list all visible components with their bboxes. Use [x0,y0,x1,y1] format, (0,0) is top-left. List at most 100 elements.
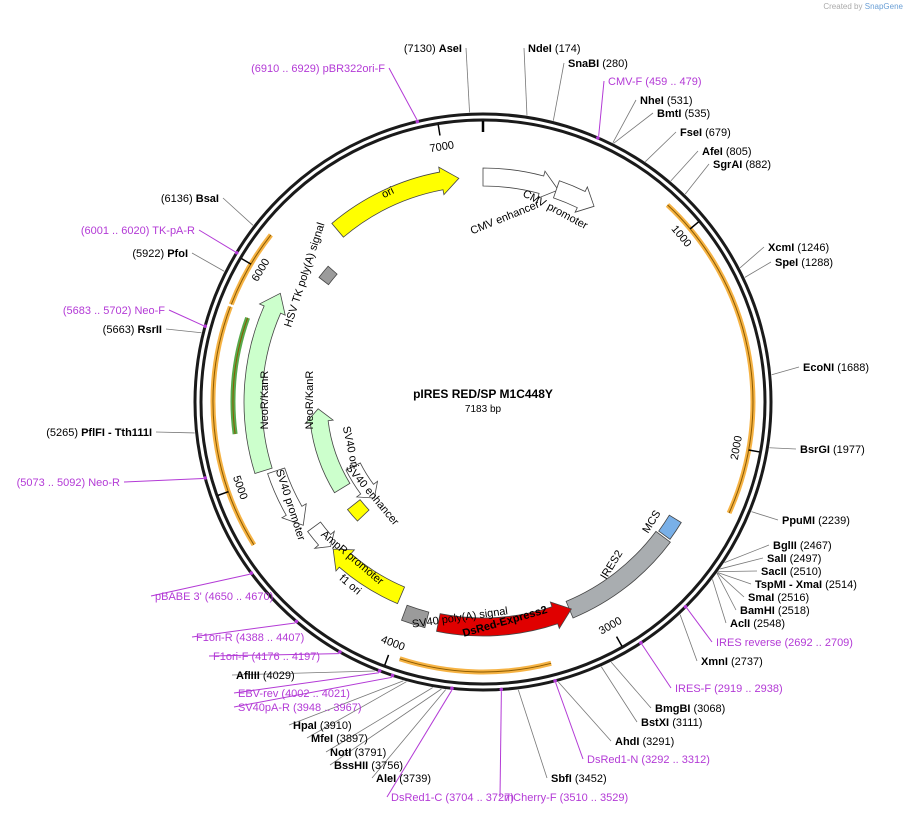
ampr-promoter-arrow [307,521,336,549]
leader-line [191,252,225,272]
site-name: BglII [773,540,800,552]
leader-line [751,511,779,521]
site-position: (5073 .. 5092) [17,477,89,489]
leader-line [155,431,195,434]
neor-kanr-outer-arrow [243,292,286,474]
orf-arcs [210,203,756,675]
site-position: (882) [745,159,771,171]
site-position: (1688) [837,362,869,374]
site-name: NdeI [528,43,555,55]
neor-kanr-inner-arrow [304,408,351,494]
site-name: SbfI [551,773,575,785]
site-position: (2467) [800,540,832,552]
primer-label: (5073 .. 5092) Neo-R [17,477,120,489]
credit-prefix: Created by [823,2,863,11]
site-name: XcmI [768,242,797,254]
leader-line [288,680,404,726]
leader-line [523,47,528,116]
site-position: (7130) [404,43,439,55]
enzyme-label: EcoNI (1688) [803,362,869,374]
primer-mark [415,119,420,124]
sv40-polya-box [400,604,430,629]
leader-line [386,690,453,798]
enzyme-label: (5922) PfoI [132,248,188,260]
site-name: HpaI [293,720,320,732]
site-name: BsrGI [800,444,833,456]
site-position: (535) [685,108,711,120]
site-position: (3791) [354,747,386,759]
site-position: (2548) [753,618,785,630]
primer-mark [294,619,299,624]
enzyme-label: SnaBI (280) [568,58,628,70]
leader-line [388,67,418,120]
site-position: (3910) [320,720,352,732]
site-name: EBV-rev [238,688,281,700]
site-position: (4388 .. 4407) [236,632,305,644]
leader-line [613,112,654,144]
tick-mark [748,449,760,453]
site-position: (3510 .. 3529) [560,792,629,804]
site-position: (3897) [336,733,368,745]
ires2-box [565,530,671,619]
enzyme-label: XcmI (1246) [768,242,829,254]
site-name: SpeI [775,257,801,269]
site-position: (2516) [777,592,809,604]
site-name: SgrAI [713,159,745,171]
leader-line [555,682,584,760]
enzyme-label: NotI (3791) [330,747,386,759]
site-position: (2737) [731,656,763,668]
site-name: AclI [730,618,753,630]
primer-mark [553,679,557,683]
primer-label: (6910 .. 6929) pBR322ori-F [251,63,385,75]
primer-mark [203,324,207,328]
site-position: (6136) [161,193,196,205]
label-leaders [123,47,800,798]
orf-arc-core [399,658,552,673]
site-position: (1288) [801,257,833,269]
cmv-enhancer-arrow [482,167,559,199]
site-name: IRES-F [675,683,714,695]
primer-label: DsRed1-N (3292 .. 3312) [587,754,710,766]
sv40-promoter-arrow [267,467,307,526]
credit-brand: SnapGene [864,2,903,11]
site-name: AhdI [615,736,643,748]
site-name: PfoI [167,248,188,260]
site-name: PflFI - Tth111I [81,427,152,439]
primer-label: DsRed1-C (3704 .. 3727) [391,792,514,804]
feature-label: ori [380,185,396,201]
tick-label: 2000 [729,435,745,461]
leader-line [329,688,442,766]
site-name: TK-pA-R [152,225,195,237]
enzyme-label: AfeI (805) [702,146,752,158]
leader-line [552,62,565,121]
site-position: (5663) [103,324,138,336]
leader-line [233,676,392,708]
site-name: DsRed1-C [391,792,445,804]
site-name: NotI [330,747,354,759]
enzyme-label: SalI (2497) [767,553,821,565]
primer-label: mCherry-F (3510 .. 3529) [504,792,628,804]
primer-mark [338,650,342,654]
site-name: DsRed1-N [587,754,641,766]
enzyme-label: (6136) BsaI [161,193,219,205]
enzyme-label: AhdI (3291) [615,736,674,748]
tick-mark [615,636,623,647]
enzyme-label: SacII (2510) [761,566,822,578]
site-name: FseI [680,127,705,139]
feature-label: SV40 ori [340,425,361,469]
enzyme-label: BsrGI (1977) [800,444,865,456]
leader-line [641,644,672,689]
leader-line [769,447,797,450]
site-name: PpuMI [782,515,818,527]
site-position: (4650 .. 4670) [205,591,274,603]
enzyme-label: FseI (679) [680,127,731,139]
site-name: Neo-F [134,305,165,317]
f1-ori-arrow [332,548,406,605]
leader-line [724,544,770,564]
site-position: (3111) [672,717,702,729]
primer-mark [203,476,208,480]
leader-line [191,622,296,638]
orf-arc-core [667,204,754,514]
